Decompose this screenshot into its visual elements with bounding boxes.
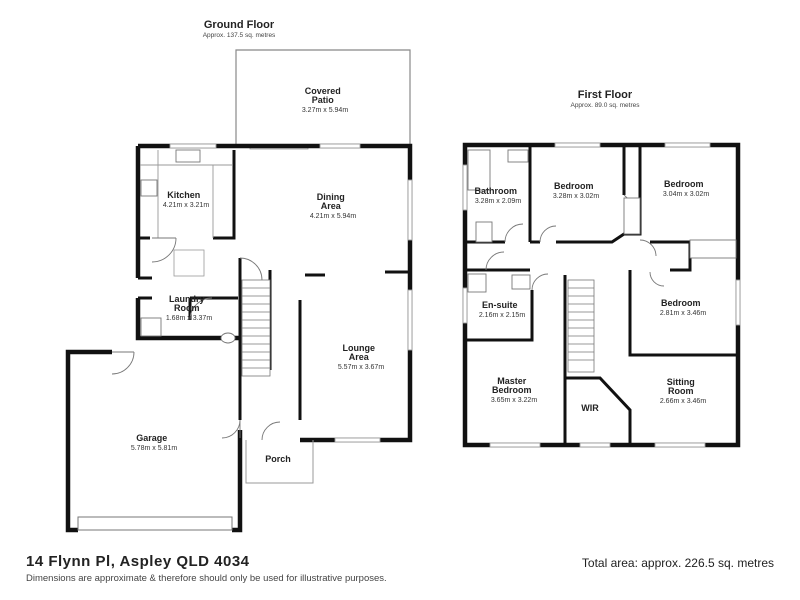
room-label: Master Bedroom 3.65m x 3.22m <box>491 371 537 404</box>
room-label: Porch <box>265 454 291 464</box>
entry-door <box>221 419 241 439</box>
front-door <box>261 421 281 441</box>
kitchen-door <box>151 237 177 263</box>
room-label: Sitting Room 2.66m x 3.46m <box>660 372 706 405</box>
first-floor-title: First Floor <box>578 89 633 101</box>
porch-outline <box>245 440 314 484</box>
room-label: Kitchen 4.21m x 3.21m <box>163 185 209 209</box>
room-label: Dining Area 4.21m x 5.94m <box>310 187 356 220</box>
laundry-tub <box>140 317 162 337</box>
room-label: Garage 5.78m x 5.81m <box>131 428 177 452</box>
property-address: 14 Flynn Pl, Aspley QLD 4034 <box>26 553 250 570</box>
ground-interior-walls <box>138 150 410 420</box>
ground-floor-area: Approx. 137.5 sq. metres <box>203 32 276 39</box>
kitchen-bench <box>140 150 232 238</box>
garage-wall <box>65 349 243 533</box>
room-label: Bedroom 2.81m x 3.46m <box>660 293 706 317</box>
room-label: Bathroom 3.28m x 2.09m <box>475 181 522 205</box>
room-label: En-suite 2.16m x 2.15m <box>479 295 525 319</box>
total-area: Total area: approx. 226.5 sq. metres <box>581 556 774 570</box>
bathroom-fixtures <box>467 149 737 293</box>
ground-floor: Ground Floor Approx. 137.5 sq. metres <box>65 19 413 533</box>
laundry-cupboard <box>173 249 205 277</box>
first-exterior-wall <box>462 142 741 448</box>
kitchen-stove <box>140 179 158 197</box>
garage-door <box>77 516 233 531</box>
floor-plan: Ground Floor Approx. 137.5 sq. metres <box>65 19 741 533</box>
first-floor: First Floor Approx. 89.0 sq. metres <box>462 89 741 448</box>
ground-windows <box>169 143 413 443</box>
covered-patio-outline <box>235 49 411 146</box>
kitchen-sink <box>175 149 201 163</box>
first-stairs <box>567 279 595 373</box>
laundry-door <box>189 297 213 321</box>
disclaimer-text: Dimensions are approximate & therefore s… <box>26 573 387 584</box>
room-label: WIR <box>581 403 599 413</box>
first-windows <box>462 142 741 448</box>
ground-floor-title: Ground Floor <box>204 19 275 31</box>
room-label: Laundry Room 1.68m x 3.37m <box>166 289 212 322</box>
room-label: Bedroom 3.04m x 3.02m <box>663 174 709 198</box>
room-label: Bedroom 3.28m x 3.02m <box>553 176 599 200</box>
first-floor-area: Approx. 89.0 sq. metres <box>570 102 640 109</box>
hall-door <box>239 257 263 281</box>
room-label: Lounge Area 5.57m x 3.67m <box>338 338 384 371</box>
toilet <box>220 332 236 344</box>
room-label: Covered Patio 3.27m x 5.94m <box>302 81 348 114</box>
ground-stairs <box>241 279 271 377</box>
garage-side-door <box>111 351 135 375</box>
